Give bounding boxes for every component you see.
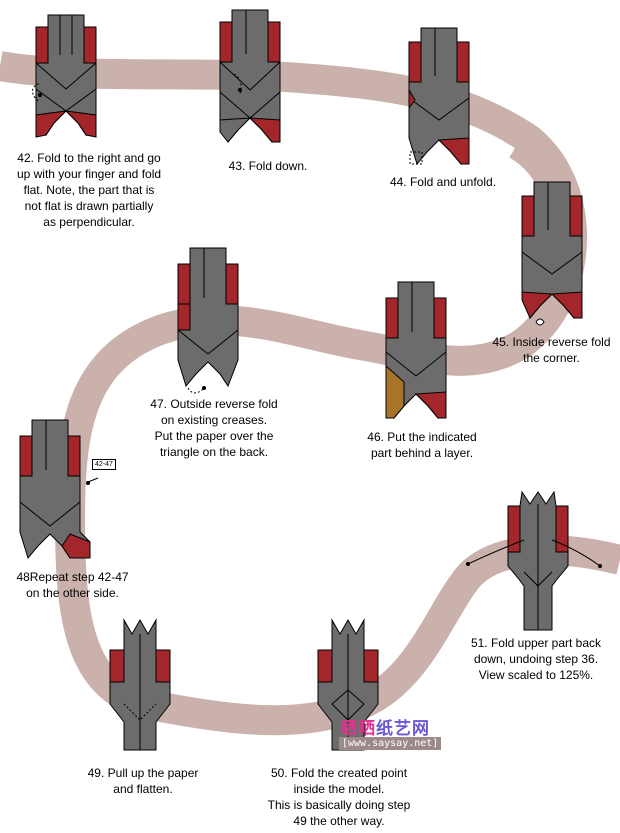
- step-43-caption: 43. Fold down.: [228, 159, 308, 173]
- step-48-reference-label: 42-47: [92, 459, 116, 470]
- step-42-caption: 42. Fold to the right and go up with you…: [16, 151, 162, 229]
- step-48-caption: 48Repeat step 42-47 on the other side.: [16, 570, 129, 600]
- step-48-model: [19, 419, 99, 560]
- watermark-url: [www.saysay.net]: [339, 737, 442, 750]
- watermark-logo: 晒晒纸艺网: [340, 714, 430, 739]
- step-45-model: [521, 181, 583, 326]
- step-46-caption: 46. Put the indicated part behind a laye…: [367, 430, 477, 460]
- step-49-model: [109, 618, 171, 751]
- step-44-model: [408, 27, 470, 166]
- step-47-caption: 47. Outside reverse fold on existing cre…: [150, 397, 278, 459]
- step-50-model: [317, 618, 379, 751]
- watermark-logo-part1: 晒晒: [340, 719, 376, 739]
- step-47-model: [177, 247, 239, 394]
- watermark-logo-part2: 纸艺网: [376, 719, 430, 739]
- step-51-caption: 51. Fold upper part back down, undoing s…: [470, 636, 602, 682]
- step-50-caption: 50. Fold the created point inside the mo…: [267, 766, 411, 828]
- step-51-model: [466, 490, 602, 631]
- step-46-model: [385, 281, 447, 420]
- step-43-model: [219, 9, 281, 143]
- step-45-caption: 45. Inside reverse fold the corner.: [492, 335, 611, 365]
- step-44-caption: 44. Fold and unfold.: [389, 175, 497, 189]
- step-42-model: [32, 14, 97, 138]
- step-49-caption: 49. Pull up the paper and flatten.: [87, 766, 199, 796]
